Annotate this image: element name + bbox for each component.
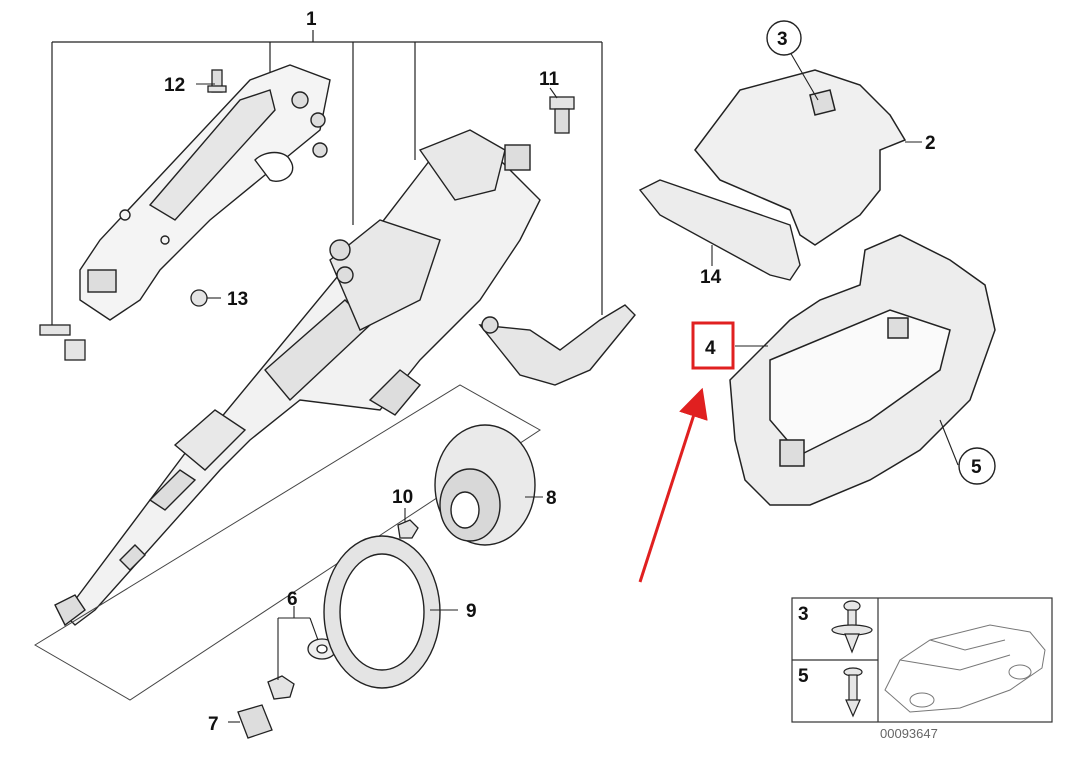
- inset-panel: 3 5: [791, 597, 1053, 723]
- callout-13: 13: [227, 289, 248, 310]
- steering-column: [54, 129, 541, 627]
- callout-8: 8: [546, 488, 557, 509]
- part-14-rail: [638, 179, 801, 281]
- callout-6: 6: [287, 589, 298, 610]
- part-9-ring: [323, 535, 441, 689]
- highlight-box: [691, 321, 735, 370]
- inset-row-5: 5: [798, 666, 809, 687]
- callout-5-circle: 5: [958, 447, 996, 485]
- clip-5-icon: [843, 667, 863, 718]
- upper-bracket: [79, 64, 331, 321]
- callout-7: 7: [208, 714, 219, 735]
- leader-lines: [196, 51, 959, 723]
- callout-1: 1: [306, 9, 317, 30]
- reference-number: 00093647: [880, 726, 938, 741]
- part-5-lower-cover: [729, 234, 996, 506]
- car-icon: [884, 624, 1046, 713]
- inset-row-3: 3: [798, 604, 809, 625]
- callout-14: 14: [700, 267, 722, 288]
- part-2-upper-cover: [694, 69, 907, 246]
- callout-10: 10: [392, 487, 413, 508]
- callout-12: 12: [164, 75, 185, 96]
- callout-4: 4: [705, 338, 716, 359]
- callout-9: 9: [466, 601, 477, 622]
- callout-11: 11: [539, 69, 560, 90]
- callout-labels: 1 12 11 13 2 14 4 8 10 6 9 7: [164, 9, 936, 735]
- adjustment-lever: [478, 304, 636, 386]
- part1-bracket: [51, 30, 603, 330]
- part-8-shroud: [434, 424, 536, 546]
- callout-3-circle: 3: [766, 20, 802, 56]
- hardware: [39, 69, 575, 739]
- lower-parts-frame: [34, 384, 541, 701]
- callout-3: 3: [777, 29, 788, 50]
- red-arrow: [638, 387, 708, 583]
- callout-2: 2: [925, 133, 936, 154]
- callout-5: 5: [971, 457, 982, 478]
- clip-3-icon: [831, 600, 873, 654]
